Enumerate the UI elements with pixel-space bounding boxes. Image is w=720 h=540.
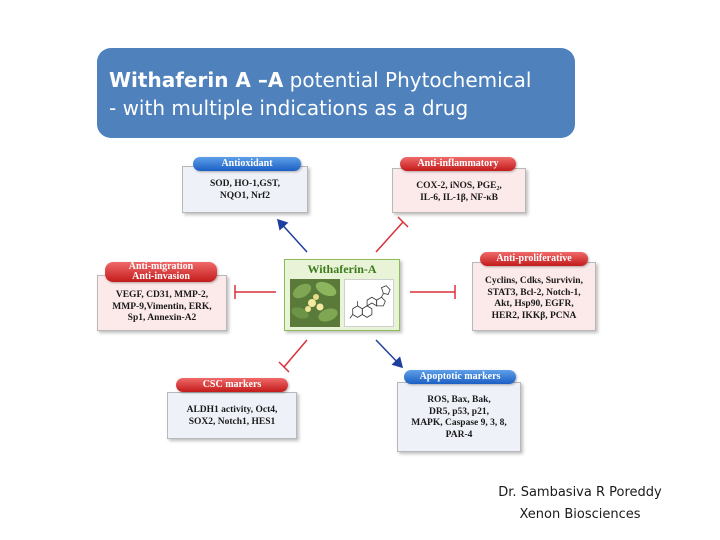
inhibit-anti-proliferative [410,285,456,299]
anti-proliferative-line: STAT3, Bcl-2, Notch-1, [487,287,581,298]
title-banner: Withaferin A –A potential Phytochemical … [97,48,575,138]
molecule-structure-image [344,279,394,327]
anti-proliferative-line: Cyclins, Cdks, Survivin, [485,276,583,286]
anti-migration-header-line-1: Anti-migration [128,261,194,272]
csc-markers-line: ALDH1 activity, Oct4, [186,405,278,415]
csc-markers-line: SOX2, Notch1, HES1 [188,416,276,427]
inhibit-anti-migration [234,285,276,299]
anti-migration-line: MMP-9,Vimentin, ERK, [112,301,212,312]
anti-proliferative-header: Anti-proliferative [480,252,588,266]
title-bold: Withaferin A –A [109,68,284,92]
anti-migration-line: Sp1, Annexin-A2 [127,313,197,323]
apoptotic-markers-line: MAPK, Caspase 9, 3, 8, [411,418,507,428]
plant-image [290,279,340,327]
anti-proliferative-line: HER2, IKKβ, PCNA [491,310,577,321]
apoptotic-markers-line: PAR-4 [445,429,473,440]
apoptotic-markers-line: DR5, p53, p21, [429,406,489,417]
title-line-2: - with multiple indications as a drug [109,96,469,120]
anti-inflammatory-line: COX-2, iNOS, PGE₂, [416,181,502,191]
company-name: Xenon Biosciences [519,507,641,522]
arrow-antioxidant [276,218,308,253]
antioxidant-line: SOD, HO-1,GST, [209,179,281,189]
inhibit-csc-markers [278,339,308,373]
panel-anti-inflammatory: COX-2, iNOS, PGE₂, IL-6, IL-1β, NF-κB [392,168,526,213]
panel-antioxidant: SOD, HO-1,GST, NQO1, Nrf2 [182,166,308,213]
arrow-apoptotic [375,339,404,369]
anti-migration-line: VEGF, CD31, MMP-2, [115,290,209,300]
anti-proliferative-line: Akt, Hsp90, EGFR, [494,299,574,309]
anti-inflammatory-header: Anti-inflammatory [400,157,516,171]
anti-migration-header-line-2: Anti-invasion [132,271,190,282]
apoptotic-markers-header: Apoptotic markers [404,370,516,384]
author-name: Dr. Sambasiva R Poreddy [498,485,662,500]
panel-csc-markers: ALDH1 activity, Oct4, SOX2, Notch1, HES1 [167,392,297,439]
antioxidant-line: NQO1, Nrf2 [219,190,271,201]
apoptotic-markers-line: ROS, Bax, Bak, [427,395,491,405]
antioxidant-header: Antioxidant [193,157,301,171]
anti-inflammatory-line: IL-6, IL-1β, NF-κB [420,192,498,203]
inhibit-anti-inflammatory [375,216,409,253]
anti-migration-header: Anti-migration Anti-invasion [105,262,217,282]
csc-markers-header: CSC markers [176,378,288,392]
withaferin-a-label: Withaferin-A [307,262,377,276]
panel-apoptotic-markers: ROS, Bax, Bak, DR5, p53, p21, MAPK, Casp… [397,382,521,452]
withaferin-a-box: Withaferin-A [284,259,400,331]
title-rest: potential Phytochemical [283,68,532,92]
panel-anti-migration: VEGF, CD31, MMP-2, MMP-9,Vimentin, ERK, … [97,275,227,331]
panel-anti-proliferative: Cyclins, Cdks, Survivin, STAT3, Bcl-2, N… [472,262,596,331]
